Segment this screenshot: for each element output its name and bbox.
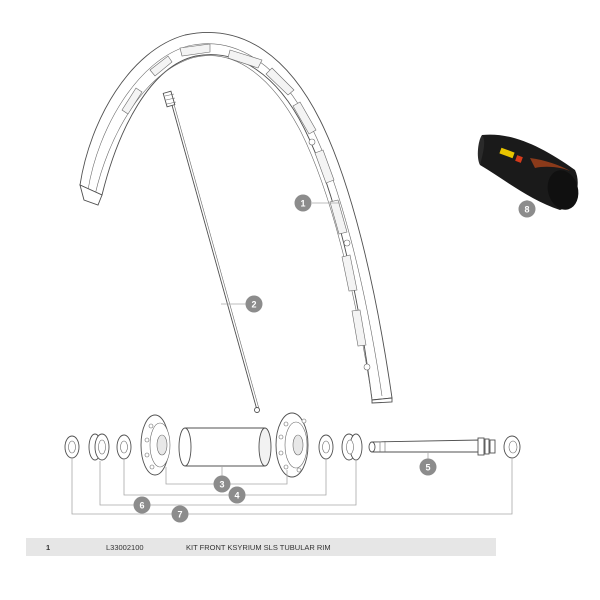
callout-label-4: 4 — [234, 491, 239, 501]
right-bearing — [341, 433, 363, 461]
callout-5: 5 — [419, 458, 437, 476]
hub-assembly — [64, 412, 521, 478]
part-description-cell: KIT FRONT KSYRIUM SLS TUBULAR RIM — [186, 542, 331, 552]
callout-label-8: 8 — [524, 205, 529, 215]
callout-4: 4 — [228, 486, 246, 504]
hub-body-shell — [178, 427, 272, 467]
callout-label-5: 5 — [425, 463, 430, 473]
right-flange — [275, 412, 309, 478]
callout-1: 1 — [294, 194, 312, 212]
callout-6: 6 — [133, 496, 151, 514]
part-number-cell: 1 — [46, 542, 51, 552]
left-spacer — [116, 434, 132, 460]
right-spacer — [318, 434, 334, 460]
callout-7: 7 — [171, 505, 189, 523]
rim-segment — [79, 32, 393, 404]
callout-label-2: 2 — [251, 300, 256, 310]
callout-2: 2 — [245, 295, 263, 313]
callout-3: 3 — [213, 475, 231, 493]
callout-label-6: 6 — [139, 501, 144, 511]
left-end-cap — [64, 435, 80, 459]
callout-label-3: 3 — [219, 480, 224, 490]
left-bearing — [88, 433, 110, 461]
left-flange — [140, 414, 171, 476]
callout-label-1: 1 — [300, 199, 305, 209]
callout-label-7: 7 — [177, 510, 182, 520]
right-end-cap — [503, 435, 521, 459]
parts-list-row: 1 L33002100 KIT FRONT KSYRIUM SLS TUBULA… — [26, 538, 496, 556]
spoke — [162, 90, 260, 413]
callout-8: 8 — [518, 200, 536, 218]
part-code-cell: L33002100 — [106, 542, 144, 552]
axle — [368, 437, 496, 456]
tire-section — [477, 134, 579, 210]
